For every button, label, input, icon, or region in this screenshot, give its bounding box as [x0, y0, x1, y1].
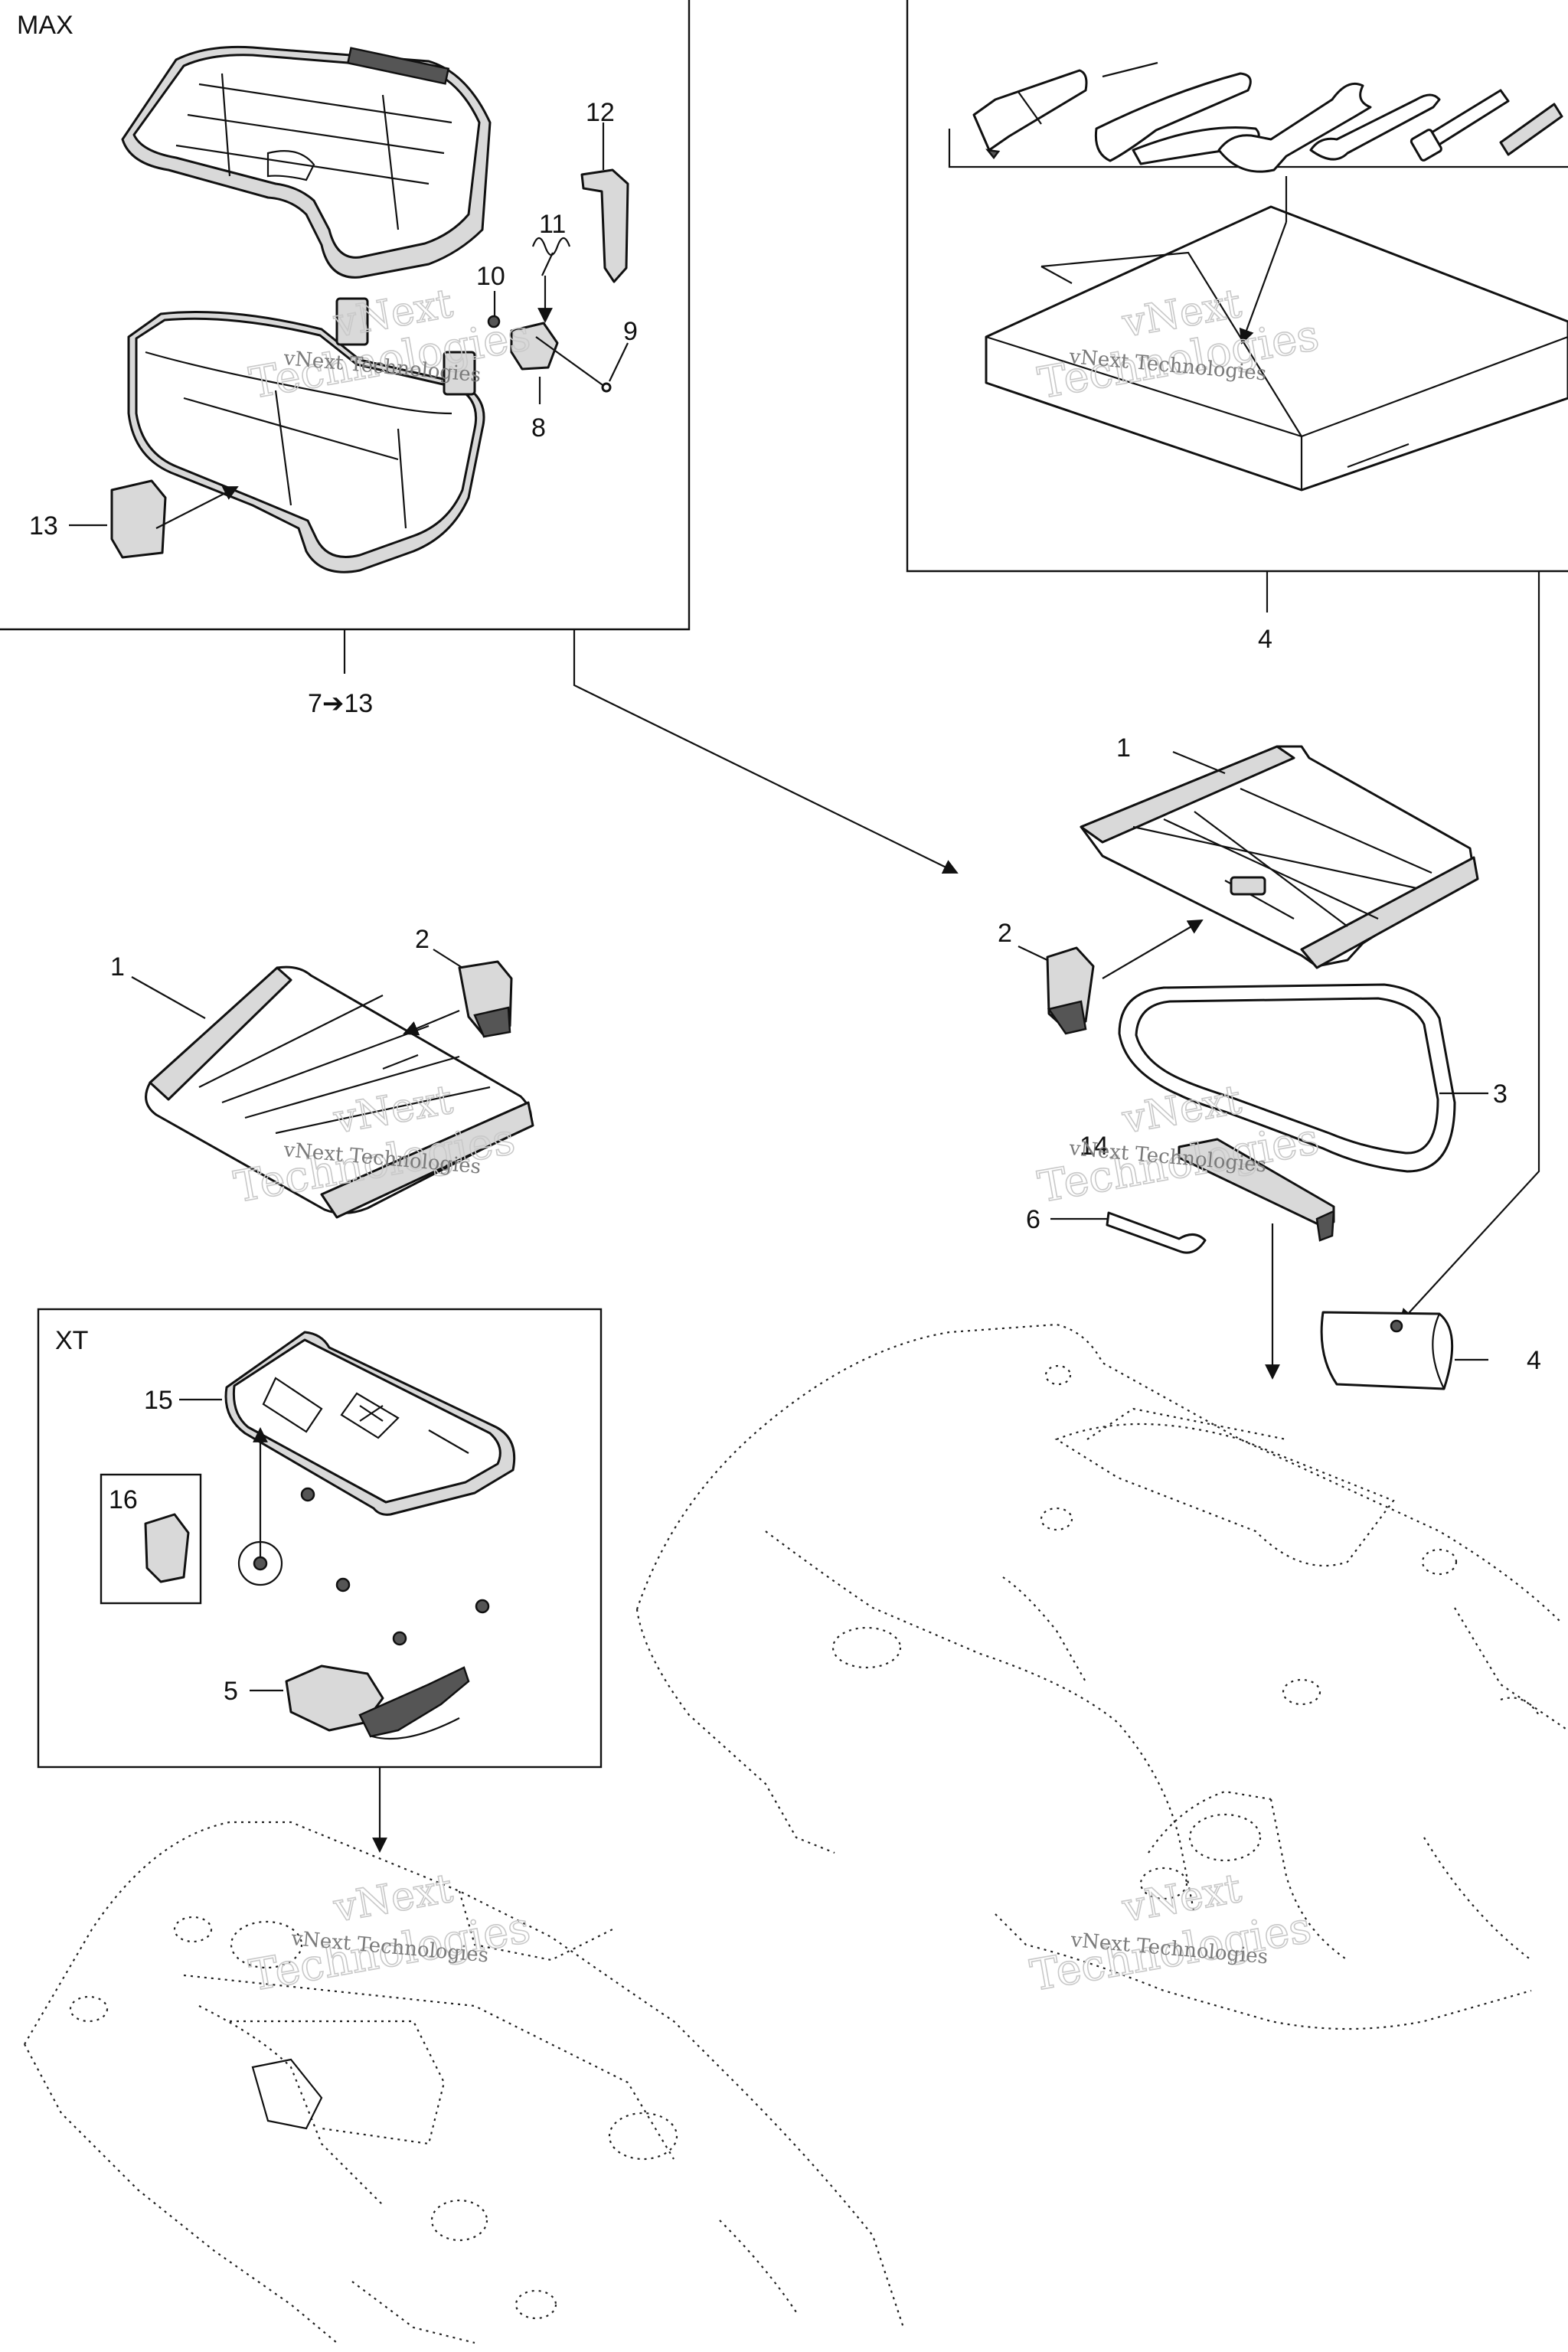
callout-10: 10	[476, 262, 505, 291]
callout-1-right: 1	[1116, 733, 1131, 763]
rear-rack-left	[145, 965, 534, 1219]
callout-7-13: 7➔13	[308, 689, 373, 718]
section-label-max: MAX	[17, 11, 74, 40]
callout-12: 12	[586, 98, 615, 127]
callout-15: 15	[144, 1386, 173, 1415]
retainer-bar	[1178, 1138, 1335, 1242]
watermark-5: vNext Technologies vNext Technologies	[245, 1865, 534, 2002]
tool-kit-frame	[906, 0, 1568, 573]
spanner-wrench	[1106, 1211, 1207, 1254]
xt-connector-harness	[285, 1664, 470, 1740]
xt-section-frame	[37, 1308, 603, 1769]
callout-2-right: 2	[998, 919, 1012, 948]
section-label-xt: XT	[55, 1326, 88, 1355]
callout-1-left: 1	[110, 952, 125, 982]
latch-right	[1046, 946, 1095, 1035]
callout-2-left: 2	[415, 925, 430, 954]
callout-4-box: 4	[1258, 625, 1272, 654]
callout-3: 3	[1493, 1080, 1508, 1109]
seal-gasket	[1118, 983, 1456, 1173]
watermark-6: vNext Technologies vNext Technologies	[1026, 1865, 1315, 2002]
callout-9: 9	[623, 317, 638, 346]
callout-11: 11	[539, 210, 566, 239]
max-section-frame	[0, 0, 691, 631]
callout-4-item: 4	[1527, 1346, 1541, 1375]
xt-plate	[224, 1331, 516, 1516]
callout-6: 6	[1026, 1205, 1040, 1234]
latch-left	[458, 960, 513, 1038]
callout-16: 16	[109, 1485, 138, 1514]
xt-clip-box	[100, 1473, 202, 1605]
callout-8: 8	[531, 413, 546, 443]
max-storage-tub	[127, 297, 485, 573]
rear-body-fender-right	[635, 1323, 1568, 2030]
max-storage-lid	[121, 45, 492, 279]
tool-kit	[948, 61, 1568, 492]
rear-body-fender-left	[24, 1821, 905, 2344]
xt-fasteners	[253, 1487, 490, 1646]
rear-rack-right	[1080, 745, 1479, 969]
callout-13: 13	[29, 511, 58, 541]
callout-14: 14	[1080, 1132, 1109, 1161]
tool-bag-item	[1320, 1311, 1454, 1390]
callout-5: 5	[224, 1677, 238, 1706]
